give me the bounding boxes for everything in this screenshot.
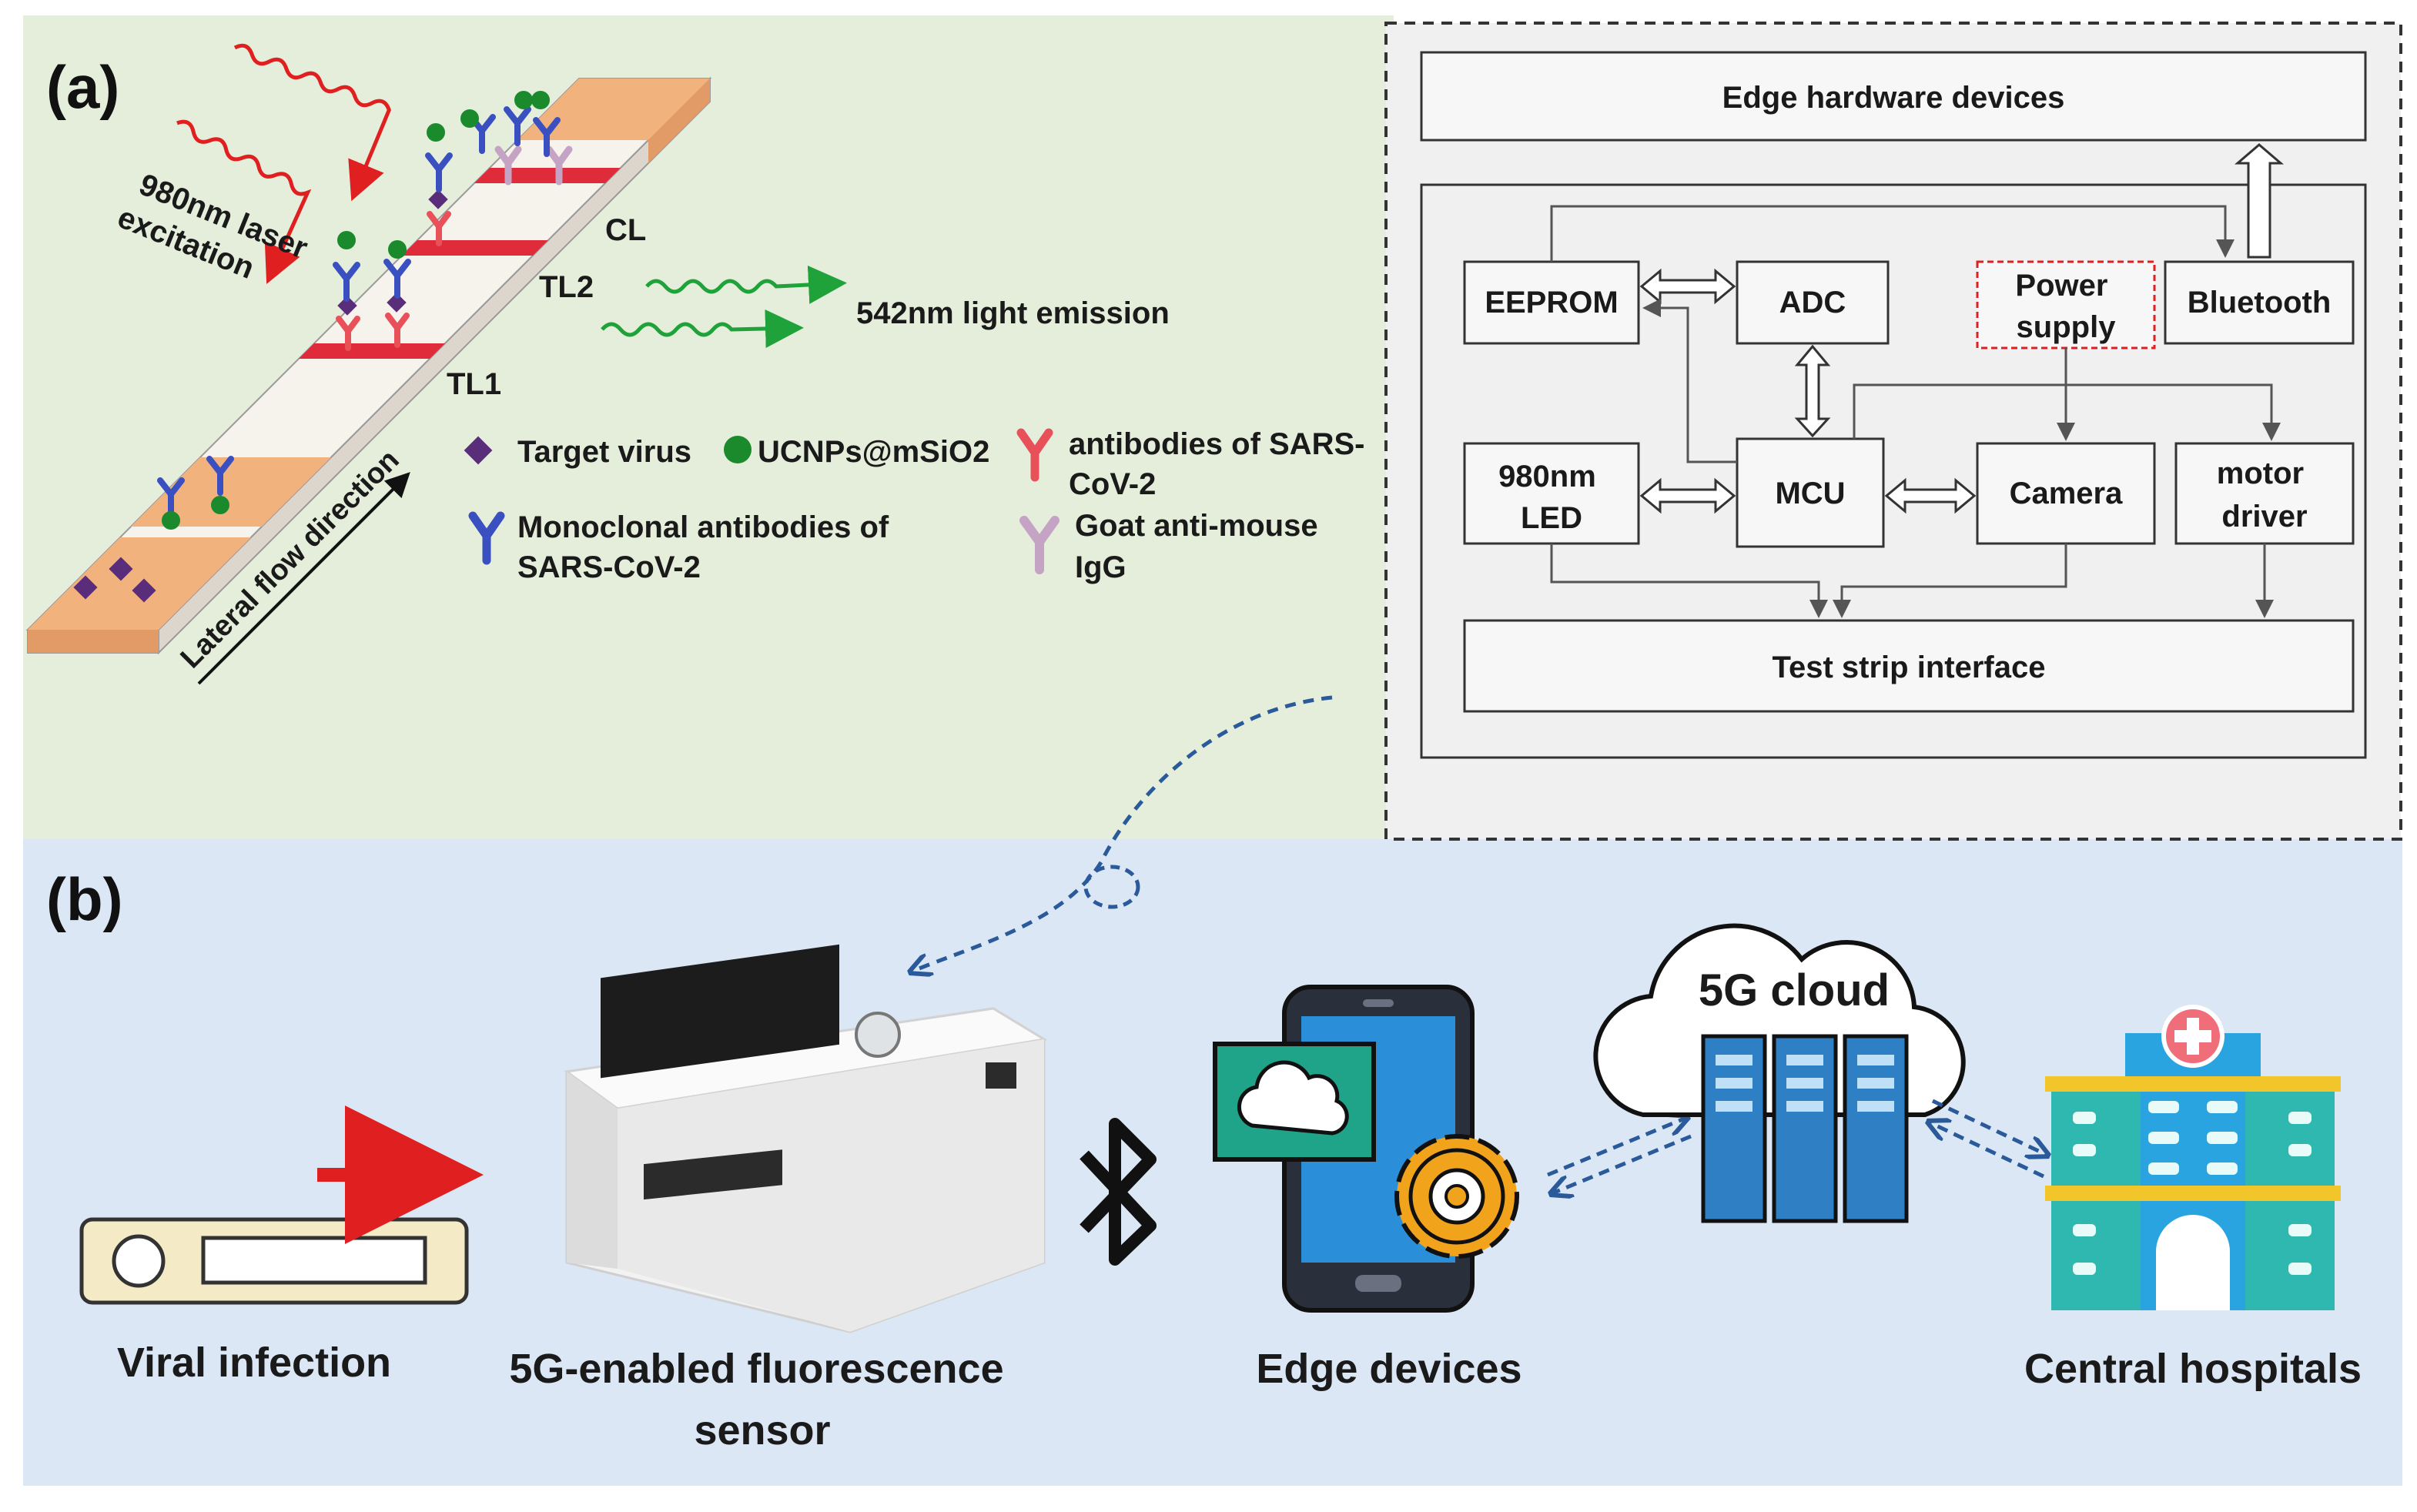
conjugate-antibodies xyxy=(160,459,231,530)
block-diagram: Edge hardware devices EEPROM ADC Power s… xyxy=(1420,51,2367,759)
legend-antibodies: antibodies of SARS- CoV-2 xyxy=(1069,427,1374,501)
emission-arrow-upper xyxy=(645,265,847,304)
control-line-cl xyxy=(474,168,621,183)
tl2-complex xyxy=(427,109,493,243)
server-icon xyxy=(1701,1034,1909,1223)
panel-a-label: (a) xyxy=(46,53,119,121)
legend-monoclonal: Monoclonal antibodies of SARS-CoV-2 xyxy=(517,510,897,584)
conjugate-pad xyxy=(131,457,331,527)
sensor-label: 5G-enabled fluorescence sensor xyxy=(509,1346,1015,1453)
adc-box xyxy=(1736,260,1890,345)
cloud-hospital-link xyxy=(1930,1099,2047,1179)
tl2-label: TL2 xyxy=(539,270,594,304)
hospital-icon xyxy=(2045,1005,2341,1310)
camera-box xyxy=(1976,442,2156,545)
block-diagram-background xyxy=(1386,23,2401,839)
edge-hardware-label: Edge hardware devices xyxy=(1722,81,2065,115)
blue-antibody-legend-icon xyxy=(468,511,505,565)
camera-label: Camera xyxy=(2010,477,2124,510)
bluetooth-label: Bluetooth xyxy=(2188,286,2332,319)
emission-arrow-lower xyxy=(601,309,804,348)
goat-antibody-legend-icon xyxy=(1019,516,1060,574)
emission-label: 542nm light emission xyxy=(856,296,1170,330)
test-strip-interface-label: Test strip interface xyxy=(1773,651,2046,684)
zoom-link-dashed-arrow xyxy=(912,695,1333,972)
viral-infection-label: Viral infection xyxy=(117,1340,391,1386)
test-cassette xyxy=(79,1217,469,1305)
connector-lines xyxy=(1550,205,2281,618)
cl-complex xyxy=(498,91,569,182)
edge-hardware-box xyxy=(1420,51,2367,142)
bluetooth-box xyxy=(2164,260,2355,345)
flow-direction-arrow xyxy=(197,472,410,685)
bluetooth-icon xyxy=(1080,1118,1157,1266)
gear-icon xyxy=(1394,1134,1519,1259)
cl-label: CL xyxy=(605,213,646,247)
edge-devices-label: Edge devices xyxy=(1256,1346,1522,1392)
eeprom-box xyxy=(1463,260,1640,345)
edge-hw-link-arrow xyxy=(2234,143,2285,259)
laser-arrow-upper xyxy=(233,43,391,202)
virus-legend-icon xyxy=(464,436,493,465)
tl1-label: TL1 xyxy=(447,367,501,401)
motor-driver-label: motor driver xyxy=(2217,457,2312,534)
sensor-knob xyxy=(855,1012,901,1058)
legend-goat: Goat anti-mouse IgG xyxy=(1075,509,1327,584)
sensor-screen xyxy=(601,944,839,1079)
sensor-side-port xyxy=(986,1062,1016,1089)
bus-arrows xyxy=(1639,268,1977,514)
led-box xyxy=(1463,442,1640,545)
test-line-tl2 xyxy=(402,240,548,256)
absorbent-pad xyxy=(517,79,710,140)
5g-cloud-label: 5G cloud xyxy=(1699,965,1890,1015)
ucnp-legend-icon xyxy=(724,436,752,463)
test-strip xyxy=(25,76,712,655)
inner-board xyxy=(1420,183,2367,759)
block-diagram-frame xyxy=(1384,22,2402,841)
legend: Target virus UCNPs@mSiO2 antibodies of S… xyxy=(464,427,1374,584)
cloud-icon xyxy=(1213,1042,1376,1162)
test-line-tl1 xyxy=(299,343,445,359)
laser-arrow-lower xyxy=(176,119,312,284)
edge-cloud-link xyxy=(1548,1118,1691,1193)
legend-ucnps: UCNPs@mSiO2 xyxy=(758,435,989,469)
central-hospitals-label: Central hospitals xyxy=(2024,1346,2362,1392)
fluorescence-sensor-device xyxy=(564,944,1048,1333)
eeprom-label: EEPROM xyxy=(1485,286,1618,319)
red-antibody-legend-icon xyxy=(1016,428,1053,482)
mcu-label: MCU xyxy=(1775,477,1845,510)
power-supply-label: Power supply xyxy=(2015,269,2116,344)
power-supply-box xyxy=(1976,260,2156,350)
zoom-link-loop xyxy=(1083,865,1140,909)
mcu-box xyxy=(1736,437,1885,548)
motor-driver-box xyxy=(2174,442,2355,545)
panel-b-label: (b) xyxy=(46,865,123,933)
legend-target-virus: Target virus xyxy=(517,435,691,469)
led-label: 980nm LED xyxy=(1498,460,1605,535)
sensor-slot xyxy=(644,1149,782,1200)
tl1-complex xyxy=(336,231,408,348)
adc-label: ADC xyxy=(1779,286,1846,319)
test-strip-interface-box xyxy=(1463,619,2355,713)
